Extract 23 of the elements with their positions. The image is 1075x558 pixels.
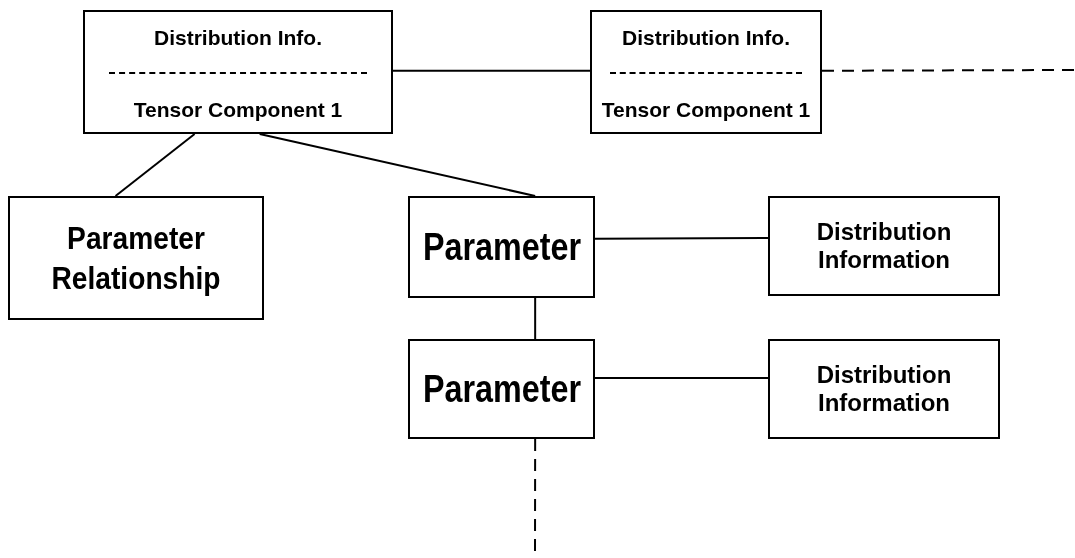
box-label: Tensor Component 1 xyxy=(133,98,343,122)
box xyxy=(768,196,1000,296)
box-label: Distribution Information xyxy=(815,218,953,274)
box xyxy=(8,196,264,320)
box-label: Distribution Info. xyxy=(622,26,790,50)
box xyxy=(590,10,822,134)
box xyxy=(408,196,595,298)
box-label: Parameter xyxy=(422,225,581,269)
connector-line xyxy=(594,237,769,240)
connector-line xyxy=(392,69,591,72)
box-label: Distribution Info. xyxy=(154,26,322,50)
box-label: Parameter xyxy=(422,367,581,411)
box-label: Tensor Component 1 xyxy=(601,98,811,122)
box-label: Parameter Relationship xyxy=(50,219,222,298)
box xyxy=(408,339,595,439)
connector-line xyxy=(534,297,537,340)
box xyxy=(83,10,393,134)
connector-line xyxy=(258,133,537,197)
box-label: Distribution Information xyxy=(815,361,953,417)
connector-line xyxy=(594,377,769,379)
connector-line xyxy=(114,133,196,197)
dashed-line xyxy=(821,69,1075,72)
box xyxy=(768,339,1000,439)
